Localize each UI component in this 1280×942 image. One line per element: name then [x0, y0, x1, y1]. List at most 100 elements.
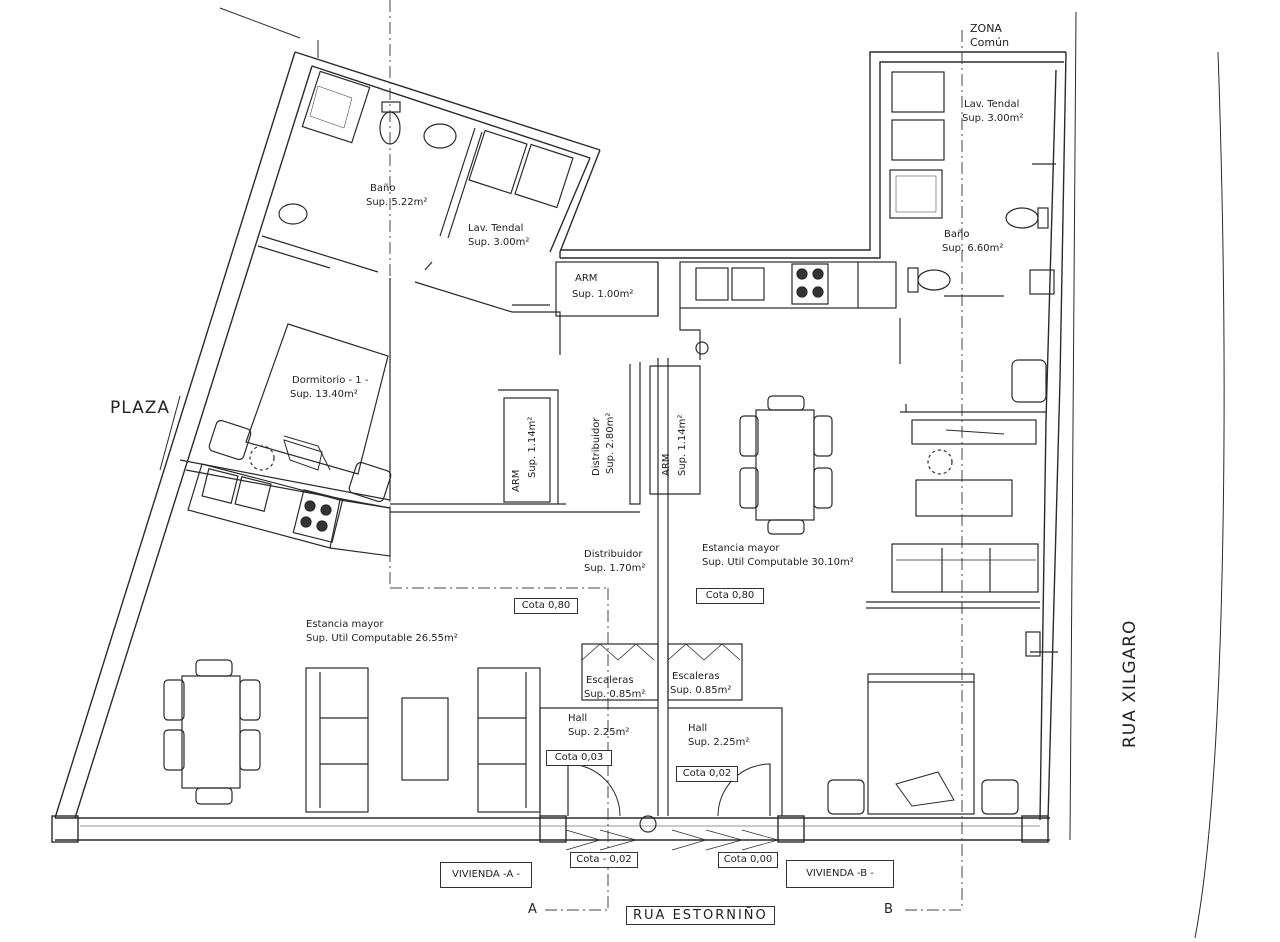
- chair-b: [767, 519, 805, 535]
- wall-bano-lav-2: [447, 131, 483, 239]
- wall-hall-b: [668, 707, 783, 816]
- chair-b: [739, 467, 759, 509]
- street-label-plaza: PLAZA: [110, 398, 171, 418]
- kitchen-counter-a-back: [329, 499, 391, 557]
- chair-a: [239, 679, 261, 721]
- chair-b: [767, 395, 805, 411]
- room-a-dist2-name: Distribuidor: [584, 549, 643, 560]
- cota-b-080: Cota 0,80: [696, 588, 764, 604]
- tv-b: [945, 429, 1005, 435]
- wall-top-shared-inner: [560, 51, 1066, 251]
- plaza-edge: [159, 395, 181, 471]
- dining-table-a: [181, 675, 241, 789]
- street-edge-east: [1069, 11, 1077, 841]
- cota-a-003: Cota 0,03: [546, 750, 612, 766]
- room-a-arm2-area: Sup. 1.14m²: [527, 416, 538, 478]
- sink-b-kitchen-1: [695, 267, 729, 301]
- zona-comun-line2: Común: [970, 36, 1010, 49]
- room-a-dist1-area: Sup. 2.80m²: [605, 412, 616, 474]
- zona-comun-line1: ZONA: [970, 22, 1002, 35]
- tv-unit-b: [911, 419, 1037, 445]
- shower-tray: [301, 70, 371, 144]
- wall-b-east-inner: [1039, 69, 1057, 821]
- wall-distribuidor-east: [629, 362, 641, 505]
- room-b-arm-area: Sup. 1.14m²: [677, 414, 688, 476]
- chair-a: [195, 659, 233, 677]
- wall-lav-south-2: [424, 261, 433, 271]
- room-b-arm-name: ARM: [661, 453, 672, 476]
- hob-b-burner: [796, 268, 808, 280]
- hob-a: [292, 489, 344, 543]
- pilaster: [1021, 815, 1049, 843]
- lamp-a: [249, 445, 275, 471]
- coffee-table-b: [915, 479, 1013, 517]
- wall-bano-south-2: [257, 245, 331, 269]
- room-a-arm2-name: ARM: [511, 469, 522, 492]
- chair-a: [239, 729, 261, 771]
- bed-a-pillow: [283, 435, 331, 471]
- room-a-dist1-name: Distribuidor: [591, 417, 602, 476]
- bed-a-fold: [283, 439, 323, 471]
- room-a-estancia-name: Estancia mayor: [306, 619, 384, 630]
- sink-a-kitchen-2: [234, 476, 272, 512]
- hob-b-burner: [812, 286, 824, 298]
- nightstand-a-1: [208, 419, 252, 461]
- wall-a-north: [294, 51, 601, 151]
- room-a-arm1-area: Sup. 1.00m²: [572, 289, 634, 300]
- sink-b: [1011, 359, 1047, 403]
- toilet-b: [1005, 207, 1039, 229]
- kitchen-counter-b: [679, 261, 897, 309]
- sink-b-kitchen-2: [731, 267, 765, 301]
- room-a-hall-name: Hall: [568, 713, 588, 724]
- bidet-b: [917, 269, 951, 291]
- wall-a-north-inner: [311, 65, 591, 159]
- wall-a-west: [54, 51, 296, 819]
- chair-b: [813, 415, 833, 457]
- pilaster: [777, 815, 805, 843]
- room-a-hall-area: Sup. 2.25m²: [568, 727, 630, 738]
- wall-bano-south: [261, 235, 379, 273]
- room-b-bano-name: Baño: [944, 229, 970, 240]
- column-b-top: [695, 341, 709, 355]
- wall-arm-b: [649, 365, 701, 495]
- sink-a: [423, 123, 457, 149]
- unit-label-b: VIVIENDA -B -: [786, 860, 894, 888]
- wall-top-shared: [560, 61, 1064, 259]
- toilet-b-tank: [1037, 207, 1049, 229]
- cota-a-080: Cota 0,80: [514, 598, 578, 614]
- cota-b-002: Cota 0,02: [676, 766, 738, 782]
- wall-bano-lav: [439, 127, 476, 237]
- wall-a-lav-east: [559, 149, 601, 258]
- dryer-a: [514, 143, 574, 209]
- wall-lav-south: [414, 281, 561, 355]
- wall-dorm-south-2: [185, 469, 391, 509]
- chair-a: [195, 787, 233, 805]
- nightstand-a-2: [348, 461, 392, 503]
- chair-b: [813, 467, 833, 509]
- sofa-b: [891, 543, 1039, 593]
- chair-b: [739, 415, 759, 457]
- door-a: [567, 763, 621, 817]
- dryer-b: [891, 119, 945, 161]
- section-mark-a: A: [528, 902, 537, 917]
- room-a-lav-area: Sup. 3.00m²: [468, 237, 530, 248]
- room-a-dorm-name: Dormitorio - 1 -: [292, 375, 369, 386]
- wall-hall-a: [539, 707, 658, 816]
- toilet-a-tank: [381, 101, 401, 113]
- nightstand-b-2: [981, 779, 1019, 815]
- stairs-b-detail: [667, 643, 741, 661]
- room-b-hall-area: Sup. 2.25m²: [688, 737, 750, 748]
- pilaster: [51, 815, 79, 843]
- room-b-lav-name: Lav. Tendal: [964, 99, 1020, 110]
- wall-dorm-south: [179, 459, 391, 501]
- washer-b: [891, 71, 945, 113]
- chair-a: [163, 679, 185, 721]
- room-a-escaleras-name: Escaleras: [586, 675, 634, 686]
- unit-b-interior: [649, 71, 1058, 851]
- outer-walls: [51, 7, 1225, 939]
- unit-label-a: VIVIENDA -A -: [440, 862, 532, 888]
- cota-a-entry: Cota - 0,02: [570, 852, 638, 868]
- stairs-a-detail: [581, 643, 655, 661]
- shelf-b-2: [1025, 631, 1041, 657]
